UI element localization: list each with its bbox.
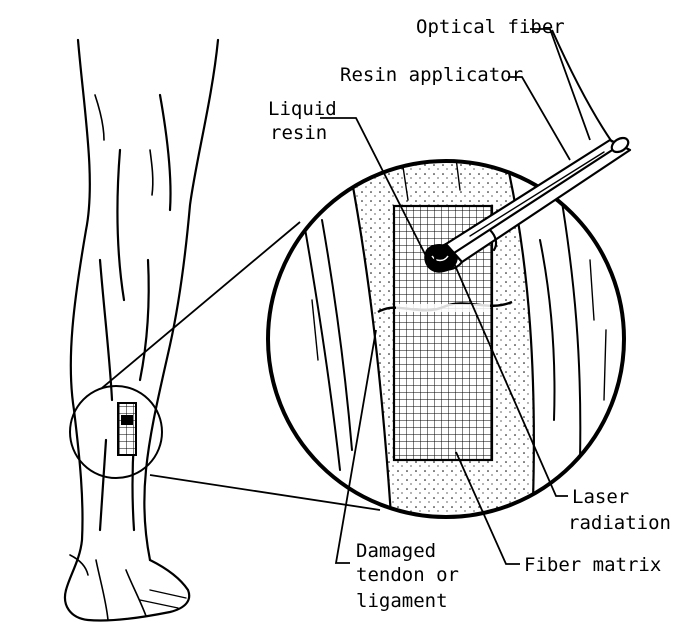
label-liquid-resin-line1: Liquid xyxy=(268,98,337,120)
label-fiber-matrix: Fiber matrix xyxy=(524,554,661,576)
leg-zoom-circle xyxy=(70,386,162,478)
label-laser-radiation-line2: radiation xyxy=(568,512,671,534)
magnified-view xyxy=(260,150,640,530)
leg-illustration xyxy=(65,40,218,621)
label-damaged-line2: tendon or xyxy=(356,564,459,586)
label-damaged-line3: ligament xyxy=(356,590,448,612)
optical-fiber-line xyxy=(552,30,612,142)
label-optical-fiber: Optical fiber xyxy=(416,16,565,38)
label-liquid-resin-line2: resin xyxy=(270,122,327,144)
leg-implant-patch xyxy=(118,403,136,455)
label-damaged-line1: Damaged xyxy=(356,540,436,562)
label-resin-applicator: Resin applicator xyxy=(340,64,523,86)
label-laser-radiation-line1: Laser xyxy=(572,486,629,508)
